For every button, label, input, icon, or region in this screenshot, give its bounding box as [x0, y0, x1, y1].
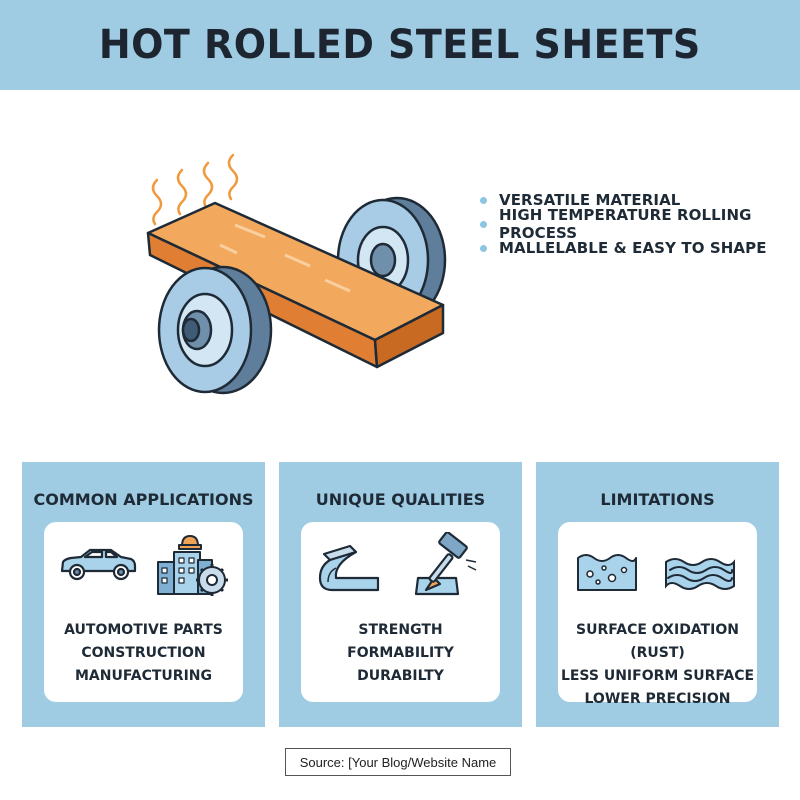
- panel-title: COMMON APPLICATIONS: [33, 490, 254, 509]
- bent-sheet-icon: [318, 544, 380, 592]
- feature-label: MALLELABLE & EASY TO SHAPE: [499, 239, 767, 257]
- panel-title: LIMITATIONS: [600, 490, 715, 509]
- rolling-mill-illustration: [146, 153, 447, 395]
- panel-unique-qualities: UNIQUE QUALITIES: [279, 462, 522, 727]
- panel-item: STRENGTH: [358, 622, 443, 638]
- feature-item: HIGH TEMPERATURE ROLLING PROCESS: [480, 206, 800, 242]
- feature-list: VERSATILE MATERIAL HIGH TEMPERATURE ROLL…: [480, 188, 800, 260]
- panel-card: SURFACE OXIDATION (RUST) LESS UNIFORM SU…: [558, 522, 757, 707]
- panel-title: UNIQUE QUALITIES: [315, 490, 486, 509]
- panel-common-applications: COMMON APPLICATIONS: [22, 462, 265, 727]
- source-caption: Source: [Your Blog/Website Name: [285, 748, 511, 776]
- bullet-icon: [480, 196, 487, 204]
- panel-limitations: LIMITATIONS S: [536, 462, 779, 727]
- front-roller-icon: [157, 265, 273, 395]
- panel-item: DURABILTY: [357, 668, 444, 684]
- panel-card: AUTOMOTIVE PARTS CONSTRUCTION MANUFACTUR…: [44, 522, 243, 702]
- rust-surface-icon: [577, 554, 637, 591]
- panel-item: SURFACE OXIDATION (RUST): [576, 622, 739, 661]
- panel-item: AUTOMOTIVE PARTS: [64, 622, 223, 638]
- source-text: Source: [Your Blog/Website Name: [299, 754, 497, 770]
- hammer-icon: [414, 532, 477, 596]
- panel-item: LESS UNIFORM SURFACE: [560, 668, 755, 684]
- feature-label: HIGH TEMPERATURE ROLLING PROCESS: [499, 206, 752, 242]
- panel-item: MANUFACTURING: [74, 668, 213, 684]
- feature-item: VERSATILE MATERIAL: [480, 188, 800, 212]
- panel-item: FORMABILITY: [347, 645, 454, 661]
- feature-item: MALLELABLE & EASY TO SHAPE: [480, 236, 800, 260]
- panel-item: LOWER PRECISION: [584, 691, 731, 707]
- feature-label: VERSATILE MATERIAL: [499, 191, 681, 209]
- car-icon: [60, 548, 137, 581]
- heat-waves-icon: [151, 153, 239, 226]
- panel-item: CONSTRUCTION: [81, 645, 206, 661]
- bullet-icon: [480, 220, 487, 228]
- header-banner: HOT ROLLED STEEL SHEETS: [0, 0, 800, 90]
- panel-card: STRENGTH FORMABILITY DURABILTY: [301, 522, 500, 702]
- factory-gear-icon: [157, 535, 228, 596]
- page-title: HOT ROLLED STEEL SHEETS: [99, 22, 701, 68]
- wavy-surface-icon: [665, 558, 735, 590]
- bullet-icon: [480, 244, 487, 252]
